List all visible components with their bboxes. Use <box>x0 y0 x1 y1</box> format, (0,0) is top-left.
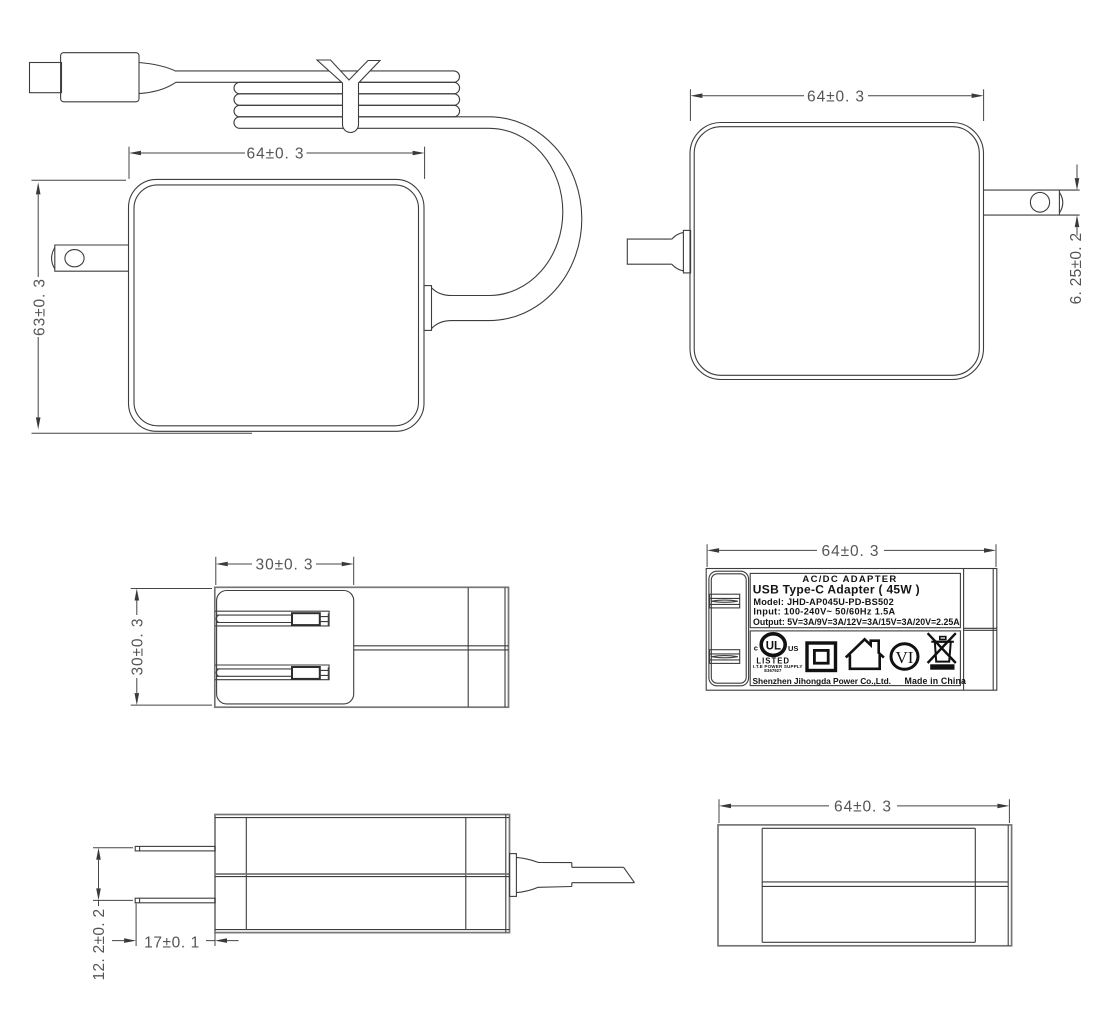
svg-text:30±0. 3: 30±0. 3 <box>129 618 146 676</box>
svg-text:12. 2±0. 2: 12. 2±0. 2 <box>91 909 108 981</box>
svg-text:c: c <box>754 643 758 652</box>
svg-text:Output: 5V=3A/9V=3A/12V=3A/15V: Output: 5V=3A/9V=3A/12V=3A/15V=3A/20V=2.… <box>753 617 960 627</box>
svg-text:Made in China: Made in China <box>905 676 967 686</box>
svg-text:AC/DC ADAPTER: AC/DC ADAPTER <box>802 574 897 585</box>
svg-text:USB Type-C Adapter ( 45W ): USB Type-C Adapter ( 45W ) <box>753 583 920 597</box>
svg-text:Shenzhen Jihongda Power Co.,Lt: Shenzhen Jihongda Power Co.,Ltd. <box>753 676 891 686</box>
svg-text:UL: UL <box>766 640 781 652</box>
svg-text:64±0. 3: 64±0. 3 <box>807 88 865 105</box>
svg-text:6. 25±0. 2: 6. 25±0. 2 <box>1068 233 1085 305</box>
svg-text:17±0. 1: 17±0. 1 <box>144 935 200 952</box>
svg-text:I.T.E POWER SUPPLY: I.T.E POWER SUPPLY <box>753 664 803 669</box>
svg-text:30±0. 3: 30±0. 3 <box>256 557 314 574</box>
svg-text:VI: VI <box>896 648 914 667</box>
svg-text:US: US <box>788 644 798 653</box>
svg-text:64±0. 3: 64±0. 3 <box>822 543 880 560</box>
svg-text:Model: JHD-AP045U-PD-BS502: Model: JHD-AP045U-PD-BS502 <box>753 597 894 607</box>
svg-text:Input: 100-240V~ 50/60Hz 1.5: Input: 100-240V~ 50/60Hz 1.5A <box>753 606 895 616</box>
svg-text:LISTED: LISTED <box>756 656 790 665</box>
svg-text:64±0. 3: 64±0. 3 <box>247 146 305 163</box>
svg-text:63±0. 3: 63±0. 3 <box>31 278 48 336</box>
svg-text:64±0. 3: 64±0. 3 <box>834 799 892 816</box>
svg-text:E367927: E367927 <box>764 668 782 673</box>
